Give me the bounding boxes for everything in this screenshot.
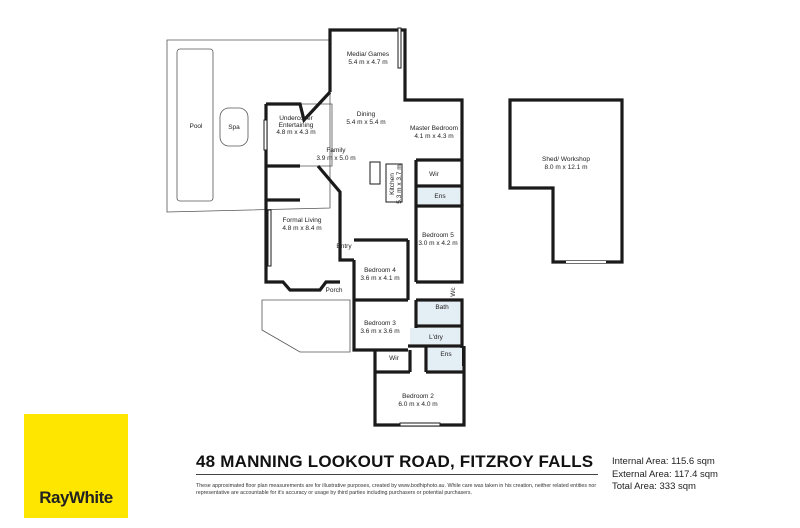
undercover-dims: 4.8 m x 4.3 m	[276, 129, 315, 136]
master-bedroom-label: Master Bedroom	[410, 125, 458, 132]
dining-dims: 5.4 m x 5.4 m	[346, 119, 385, 126]
windows	[263, 27, 441, 427]
media-games-dims: 5.4 m x 4.7 m	[348, 59, 387, 66]
disclaimer-text: These approximated floor plan measuremen…	[196, 483, 597, 496]
formal-living-dims: 4.8 m x 8.4 m	[282, 225, 321, 232]
property-address: 48 MANNING LOOKOUT ROAD, FITZROY FALLS	[196, 452, 594, 471]
bedroom2-dims: 6.0 m x 4.0 m	[398, 401, 437, 408]
dining-label: Dining	[357, 111, 376, 118]
bedroom4-label: Bedroom 4	[364, 267, 396, 274]
laundry-label: L'dry	[429, 334, 444, 341]
internal-area: Internal Area: 115.6 sqm	[612, 456, 715, 467]
logo-text: RayWhite	[39, 488, 113, 507]
porch-label: Porch	[326, 287, 343, 294]
entry-label: Entry	[336, 243, 352, 250]
total-area: Total Area: 333 sqm	[612, 481, 696, 492]
spa-outline	[219, 107, 249, 147]
undercover-label-2: Entertaining	[279, 122, 314, 129]
undercover-label-1: Undercover	[279, 115, 313, 122]
pool-area	[166, 39, 331, 213]
ens-bed2-label: Ens	[440, 351, 452, 358]
master-bedroom-dims: 4.1 m x 4.3 m	[414, 133, 453, 140]
shed-dims: 8.0 m x 12.1 m	[545, 164, 588, 171]
bedroom3-label: Bedroom 3	[364, 320, 396, 327]
pool-label: Pool	[189, 123, 203, 130]
bath-label: Bath	[435, 304, 449, 311]
kitchen-label: Kitchen	[389, 173, 396, 195]
kitchen-dims: 5.3 m x 3.7 m	[396, 164, 403, 203]
raywhite-logo: RayWhite	[24, 414, 128, 518]
title-divider	[196, 474, 598, 475]
wir-master-label: Wir	[429, 171, 440, 178]
pool-outline	[176, 48, 214, 202]
ens-master-label: Ens	[434, 193, 446, 200]
family-dims: 3.9 m x 5.0 m	[316, 155, 355, 162]
bedroom5-label: Bedroom 5	[422, 232, 454, 239]
wc-label: Wc	[450, 287, 457, 297]
wir-bed2-label: Wir	[389, 355, 400, 362]
area-summary: Internal Area: 115.6 sqm External Area: …	[612, 456, 718, 494]
shed-walls	[508, 98, 624, 264]
shed-label: Shed/ Workshop	[542, 156, 590, 163]
media-games-label: Media/ Games	[347, 51, 390, 58]
family-label: Family	[326, 147, 346, 154]
spa-label: Spa	[228, 124, 240, 131]
wet-areas	[410, 188, 462, 370]
bedroom2-label: Bedroom 2	[402, 393, 434, 400]
bedroom3-dims: 3.6 m x 3.6 m	[360, 328, 399, 335]
external-area: External Area: 117.4 sqm	[612, 468, 718, 480]
formal-living-label: Formal Living	[282, 217, 321, 224]
bedroom4-dims: 3.6 m x 4.1 m	[360, 275, 399, 282]
bedroom5-dims: 3.0 m x 4.2 m	[418, 240, 457, 247]
